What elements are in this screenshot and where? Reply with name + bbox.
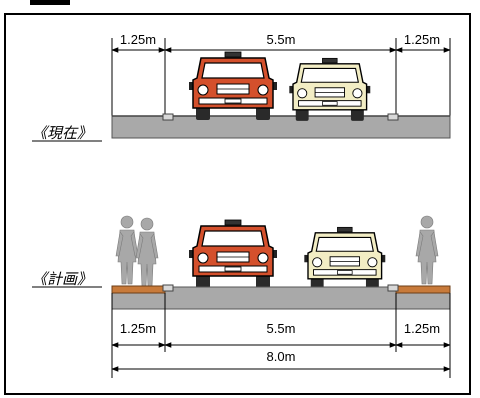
diagram-frame — [4, 13, 471, 395]
planned-curb-right — [387, 284, 399, 292]
planned-section: 《計画》 1.25m 5.5m — [32, 215, 451, 378]
current-curb-right — [387, 113, 399, 121]
current-curb-left — [162, 113, 174, 121]
planned-dim-left-label: 1.25m — [120, 321, 156, 336]
planned-car-cream-icon — [303, 226, 386, 291]
planned-car-red-icon — [188, 219, 278, 289]
header-fragment — [30, 0, 70, 5]
current-car-cream-icon — [288, 57, 371, 122]
pedestrian-left-1-icon — [115, 215, 139, 285]
pedestrian-right-icon — [415, 215, 439, 285]
current-section: 《現在》 1.25m 5.5m 1.25m — [32, 32, 451, 142]
current-section-label: 《現在》 — [32, 124, 92, 142]
current-car-red-icon — [188, 51, 278, 121]
planned-sidewalk-left — [111, 285, 166, 294]
planned-dim-right-label: 1.25m — [404, 321, 440, 336]
pedestrian-left-2-icon — [135, 217, 159, 287]
planned-dim-center-label: 5.5m — [267, 321, 296, 336]
planned-curb-left — [162, 284, 174, 292]
current-dim-right-label: 1.25m — [404, 32, 440, 47]
current-dim-left-label: 1.25m — [120, 32, 156, 47]
current-dim-center-label: 5.5m — [267, 32, 296, 47]
planned-sidewalk-right — [395, 285, 451, 294]
planned-section-label: 《計画》 — [32, 270, 92, 288]
planned-dim-total-label: 8.0m — [267, 349, 296, 364]
